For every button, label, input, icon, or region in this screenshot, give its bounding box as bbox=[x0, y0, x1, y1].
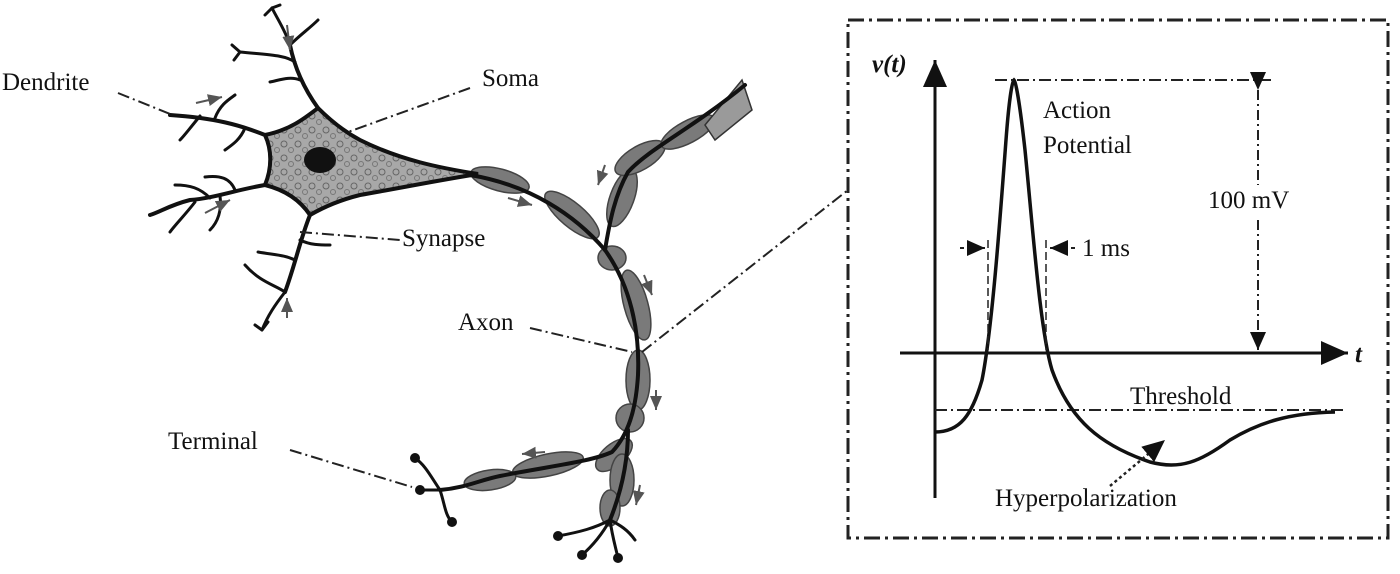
dendrite-label: Dendrite bbox=[2, 69, 89, 96]
width-label: 1 ms bbox=[1082, 235, 1130, 262]
x-axis-label: t bbox=[1355, 341, 1363, 368]
dendrites bbox=[148, 3, 332, 332]
terminal-label: Terminal bbox=[168, 428, 258, 455]
myelin-sheaths bbox=[463, 78, 753, 527]
y-axis-label: v(t) bbox=[872, 51, 907, 78]
action-potential-panel: v(t) t Threshold Action Potential 100 mV… bbox=[846, 18, 1390, 540]
terminal-leader bbox=[289, 449, 413, 488]
synapse-label: Synapse bbox=[402, 225, 485, 252]
soma-leader bbox=[347, 87, 471, 133]
axon-label: Axon bbox=[458, 309, 514, 336]
neuron-drawing: Dendrite Soma Synapse Axon Terminal bbox=[2, 3, 753, 563]
nucleus bbox=[304, 147, 336, 173]
zoom-connector bbox=[641, 189, 849, 353]
axon-leader bbox=[529, 327, 633, 353]
action-potential-label-line2: Potential bbox=[1043, 132, 1132, 159]
action-potential-label-line1: Action bbox=[1043, 97, 1112, 124]
action-potential-curve bbox=[934, 77, 1336, 467]
axon-path bbox=[438, 83, 747, 522]
threshold-label: Threshold bbox=[1130, 383, 1232, 410]
panel-border bbox=[846, 18, 1390, 540]
hyperpolarization-label: Hyperpolarization bbox=[995, 485, 1177, 512]
synapse-leader bbox=[299, 231, 401, 241]
soma-label: Soma bbox=[482, 65, 539, 92]
axon-terminals bbox=[410, 453, 637, 563]
dendrite-leader bbox=[117, 92, 171, 115]
soma-body bbox=[262, 105, 479, 218]
signal-arrows bbox=[195, 24, 662, 506]
amplitude-label: 100 mV bbox=[1208, 187, 1289, 214]
